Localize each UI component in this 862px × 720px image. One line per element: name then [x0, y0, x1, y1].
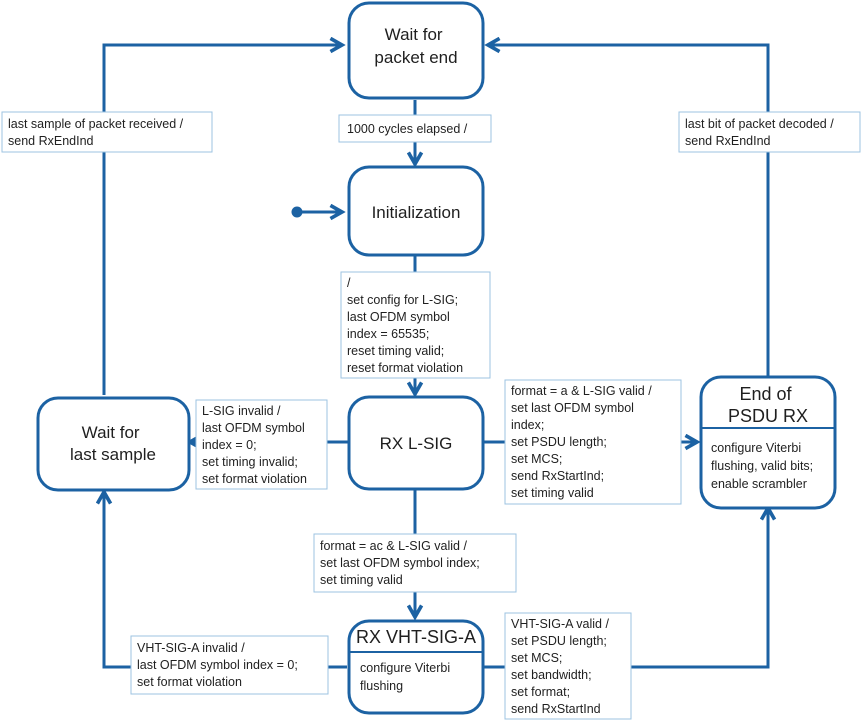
label-cycles-elapsed: 1000 cycles elapsed / [338, 114, 492, 143]
label-lsig-invalid: L-SIG invalid / last OFDM symbol index =… [195, 399, 328, 490]
label-format-a: format = a & L-SIG valid / set last OFDM… [504, 379, 682, 505]
label-vht-invalid: VHT-SIG-A invalid / last OFDM symbol ind… [130, 635, 329, 695]
svg-text:last sample of packet received: last sample of packet received / send Rx… [8, 117, 187, 148]
svg-text:format = a & L-SIG valid /: format = a & L-SIG valid / set last OFDM… [511, 384, 655, 500]
svg-text:L-SIG invalid / last OFD: L-SIG invalid / last OFDM symbol index =… [202, 404, 308, 486]
state-rx-lsig: RX L-SIG [347, 395, 485, 491]
wire-waitsample-to-waitend [102, 45, 342, 395]
state-title: RX VHT-SIG-A [356, 627, 476, 647]
state-title: RX L-SIG [380, 434, 453, 453]
label-format-ac: format = ac & L-SIG valid / set last OFD… [313, 533, 517, 593]
state-title: Initialization [372, 203, 461, 222]
label-init-to-lsig: / set config for L-SIG; last OFDM symbol… [340, 271, 491, 379]
label-last-bit-decoded: last bit of packet decoded / send RxEndI… [678, 111, 861, 153]
svg-text:format = ac & L-SIG valid /: format = ac & L-SIG valid / set last OFD… [320, 539, 483, 587]
state-title: End of PSDU RX [728, 384, 808, 426]
state-actions: configure Viterbi flushing, valid bits; … [711, 441, 817, 491]
state-title: Wait for last sample [70, 423, 156, 464]
label-last-sample-received: last sample of packet received / send Rx… [1, 111, 213, 153]
svg-text:/ set config for L-SIG;: / set config for L-SIG; last OFDM symbol… [347, 276, 463, 375]
svg-text:VHT-SIG-A invalid / last: VHT-SIG-A invalid / last OFDM symbol ind… [137, 641, 301, 689]
state-wait-packet-end: Wait for packet end [347, 1, 485, 100]
state-title: Wait for packet end [374, 25, 457, 67]
state-initialization: Initialization [347, 165, 485, 257]
svg-text:last bit of packet decoded /: last bit of packet decoded / send RxEndI… [685, 117, 837, 148]
svg-text:1000 cycles elapsed /: 1000 cycles elapsed / [347, 122, 468, 136]
wire-endpsdu-to-waitend [488, 45, 770, 378]
state-rx-vht-sig-a: RX VHT-SIG-A configure Viterbi flushing [347, 619, 485, 715]
state-actions: configure Viterbi flushing [360, 661, 454, 693]
svg-text:VHT-SIG-A valid / set PS: VHT-SIG-A valid / set PSDU length; set M… [511, 617, 612, 716]
label-vht-valid: VHT-SIG-A valid / set PSDU length; set M… [504, 612, 632, 720]
state-end-psdu-rx: End of PSDU RX configure Viterbi flushin… [699, 375, 837, 510]
state-wait-last-sample: Wait for last sample [36, 396, 191, 492]
